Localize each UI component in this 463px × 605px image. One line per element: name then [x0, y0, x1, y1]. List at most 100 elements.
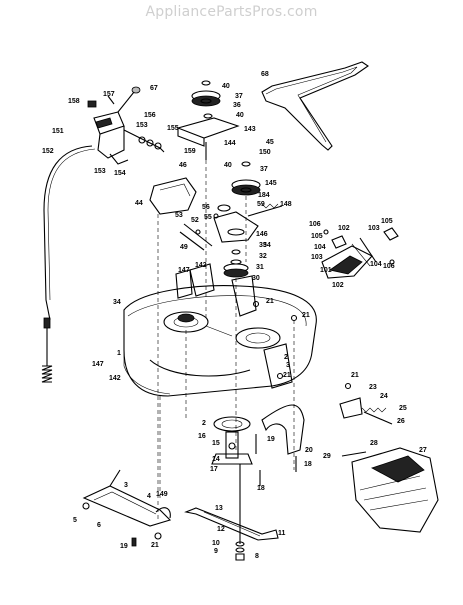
part-callout-c54: 54 — [263, 242, 271, 249]
part-callout-c30: 30 — [252, 275, 260, 282]
idler-pulley-upper — [191, 80, 221, 119]
part-callout-c104b: 104 — [370, 261, 382, 268]
part-callout-c146: 146 — [256, 231, 268, 238]
part-callout-c148: 148 — [280, 201, 292, 208]
part-callout-c11: 11 — [278, 530, 286, 537]
part-callout-c37b: 37 — [260, 166, 268, 173]
part-callout-c49: 49 — [180, 244, 188, 251]
part-callout-c40b: 40 — [236, 112, 244, 119]
part-callout-c37a: 37 — [235, 93, 243, 100]
part-callout-c10: 10 — [212, 540, 220, 547]
part-callout-c6: 6 — [97, 522, 101, 529]
part-callout-c18a: 18 — [304, 461, 312, 468]
idler-arm — [213, 203, 283, 243]
part-callout-c34: 34 — [113, 299, 121, 306]
idler-pulley-lower — [223, 249, 249, 278]
part-callout-c19b: 19 — [120, 543, 128, 550]
part-callout-c52: 52 — [191, 217, 199, 224]
part-callout-c153b: 153 — [94, 168, 106, 175]
part-callout-c53: 53 — [175, 212, 183, 219]
part-callout-c45: 45 — [266, 139, 274, 146]
part-callout-c13: 13 — [215, 505, 223, 512]
part-callout-c15: 15 — [212, 440, 220, 447]
part-callout-c46: 46 — [179, 162, 187, 169]
part-callout-c104a: 104 — [314, 244, 326, 251]
part-callout-c156: 156 — [144, 112, 156, 119]
part-callout-c106a: 106 — [309, 221, 321, 228]
rear-baffle — [261, 404, 305, 455]
part-callout-c184: 184 — [258, 192, 270, 199]
part-callout-c14: 14 — [212, 456, 220, 463]
part-callout-c40c: 40 — [224, 162, 232, 169]
part-callout-c154: 154 — [114, 170, 126, 177]
part-callout-c4: 4 — [147, 493, 151, 500]
part-callout-c147a: 147 — [178, 267, 190, 274]
part-callout-c152: 152 — [42, 148, 54, 155]
part-callout-c103b: 103 — [368, 225, 380, 232]
part-callout-c149: 149 — [156, 491, 168, 498]
part-callout-c26: 26 — [397, 418, 405, 425]
part-callout-c16: 16 — [198, 433, 206, 440]
part-callout-c105a: 105 — [311, 233, 323, 240]
idler-pulley-center — [231, 161, 261, 196]
part-callout-c56: 56 — [202, 204, 210, 211]
part-callout-c18b: 18 — [257, 485, 265, 492]
part-callout-c103a: 103 — [311, 254, 323, 261]
part-callout-c143: 143 — [244, 126, 256, 133]
part-callout-c9: 9 — [214, 548, 218, 555]
part-callout-c102b: 102 — [332, 282, 344, 289]
part-callout-c144: 144 — [224, 140, 236, 147]
part-callout-c19a: 19 — [267, 436, 275, 443]
blade-spindle — [211, 416, 253, 500]
part-callout-c21e: 21 — [151, 542, 159, 549]
part-callout-c55: 55 — [204, 214, 212, 221]
part-callout-c3b: 3 — [124, 482, 128, 489]
part-callout-c23: 23 — [369, 384, 377, 391]
part-callout-c106b: 106 — [383, 263, 395, 270]
idler-bracket — [176, 117, 240, 160]
part-callout-c29: 29 — [323, 453, 331, 460]
part-callout-c20: 20 — [305, 447, 313, 454]
mower-blade — [184, 500, 279, 561]
part-callout-c3a: 3 — [286, 362, 290, 369]
part-callout-c44: 44 — [135, 200, 143, 207]
part-callout-c21d: 21 — [351, 372, 359, 379]
part-callout-c157: 157 — [103, 91, 115, 98]
part-callout-c150: 150 — [259, 149, 271, 156]
part-callout-c102a: 102 — [338, 225, 350, 232]
part-callout-c145: 145 — [265, 180, 277, 187]
part-callout-c142a: 142 — [195, 262, 207, 269]
part-callout-c153a: 153 — [136, 122, 148, 129]
part-callout-c68: 68 — [261, 71, 269, 78]
part-callout-c12: 12 — [217, 526, 225, 533]
part-callout-c155: 155 — [167, 125, 179, 132]
part-callout-c59: 59 — [257, 201, 265, 208]
idler-rod — [179, 223, 213, 251]
part-callout-c28: 28 — [370, 440, 378, 447]
part-callout-c27: 27 — [419, 447, 427, 454]
part-callout-c8: 8 — [255, 553, 259, 560]
part-callout-c151: 151 — [52, 128, 64, 135]
part-callout-c33: 33 — [259, 242, 267, 249]
watermark: AppliancePartsPros.com — [145, 4, 318, 20]
belt-guard — [149, 177, 197, 215]
deck-lift-linkage — [82, 469, 172, 547]
part-callout-c25: 25 — [399, 405, 407, 412]
mower-deck-housing — [123, 285, 317, 397]
lift-lever-assembly — [87, 86, 165, 165]
part-callout-c105b: 105 — [381, 218, 393, 225]
fastener-hardware — [213, 213, 352, 486]
part-callout-c2b: 2 — [202, 420, 206, 427]
part-callout-c159: 159 — [184, 148, 196, 155]
part-callout-c101: 101 — [320, 267, 332, 274]
part-callout-c36: 36 — [233, 102, 241, 109]
control-cable — [41, 145, 96, 383]
part-callout-c5: 5 — [73, 517, 77, 524]
part-callout-c21b: 21 — [302, 312, 310, 319]
part-callout-c142b: 142 — [109, 375, 121, 382]
part-callout-c147b: 147 — [92, 361, 104, 368]
drive-belt — [261, 61, 369, 151]
